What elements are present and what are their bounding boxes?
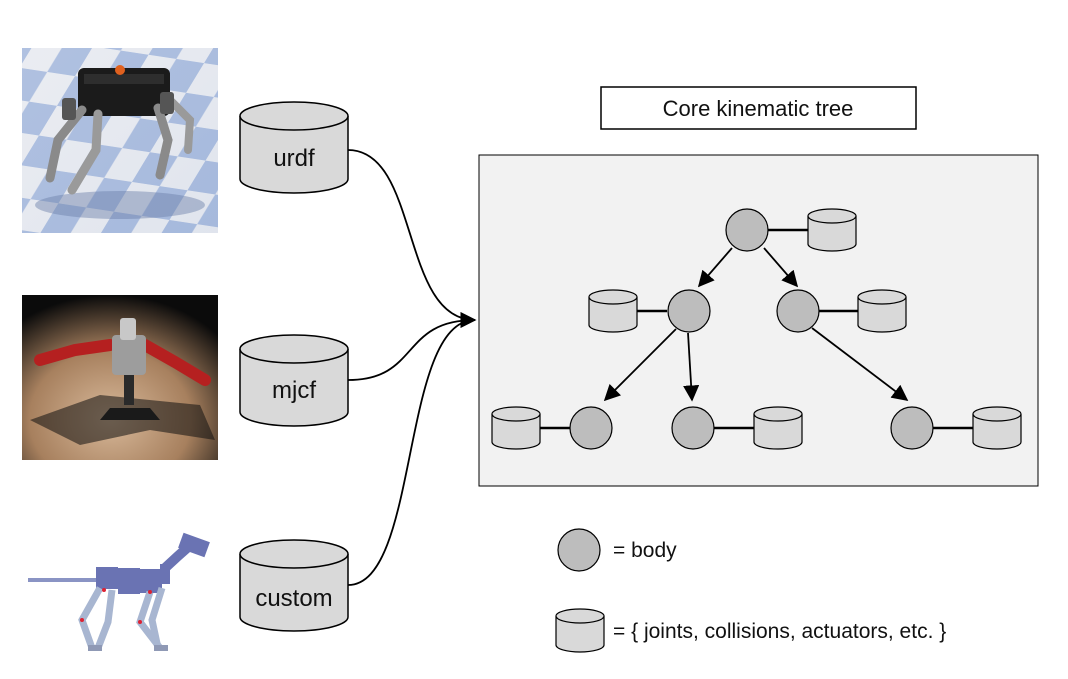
body-node-leaf2 [671, 406, 715, 450]
body-node-leaf1 [569, 406, 613, 450]
source-cylinder-mjcf: mjcf [239, 334, 349, 427]
legend-body-icon [557, 528, 601, 572]
source-label-mjcf: mjcf [272, 377, 316, 404]
data-cylinder-leaf2 [753, 406, 803, 450]
body-node-root [725, 208, 769, 252]
edge-left-leaf1 [603, 328, 677, 402]
kinematic-tree-panel [478, 154, 1039, 487]
data-cylinders [491, 208, 1022, 450]
tree-edges [603, 247, 909, 402]
edge-root-right [763, 247, 799, 288]
humanoid-arm-robot-image [22, 295, 218, 460]
connector-urdf [347, 149, 476, 321]
quadruped-robot-image [22, 48, 218, 233]
stick-dog-image [28, 532, 210, 651]
connector-custom [347, 311, 477, 586]
legend-data-text: = { joints, collisions, actuators, etc. … [613, 620, 946, 643]
legend: = body = { joints, collisions, actuators… [555, 528, 946, 653]
title-box: Core kinematic tree [600, 86, 917, 130]
connector-mjcf [347, 319, 476, 381]
data-cylinder-left [588, 289, 638, 333]
body-nodes [569, 208, 934, 450]
source-label-urdf: urdf [273, 145, 315, 172]
legend-data-icon [555, 608, 605, 653]
body-node-right [776, 289, 820, 333]
data-cylinder-leaf1 [491, 406, 541, 450]
legend-body-text: = body [613, 539, 677, 562]
tree-links [540, 228, 973, 430]
source-cylinder-urdf: urdf [239, 101, 349, 194]
data-cylinder-leaf3 [972, 406, 1022, 450]
body-node-left [667, 289, 711, 333]
edge-left-leaf2 [683, 332, 700, 402]
source-cylinder-custom: custom [239, 539, 349, 632]
body-node-leaf3 [890, 406, 934, 450]
source-label-custom: custom [255, 585, 332, 612]
data-cylinder-root [807, 208, 857, 252]
edge-root-left [697, 247, 733, 288]
source-connectors [347, 149, 477, 586]
data-cylinder-right [857, 289, 907, 333]
edge-right-leaf3 [811, 327, 909, 401]
diagram-title: Core kinematic tree [663, 96, 854, 121]
